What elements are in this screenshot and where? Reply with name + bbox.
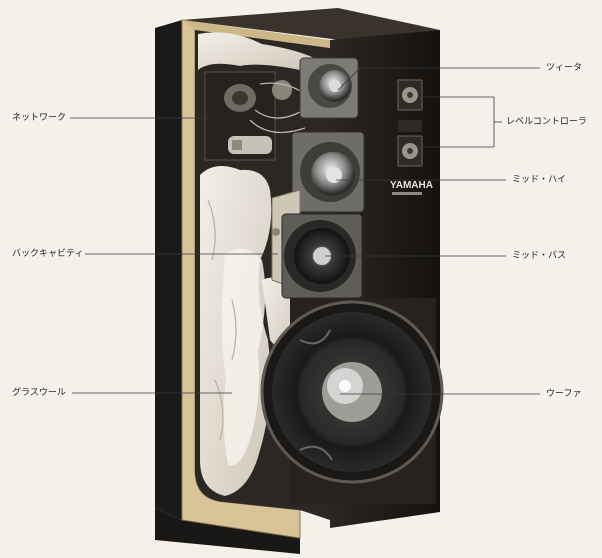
mid-bass-unit	[271, 189, 363, 299]
mid-high-unit	[291, 131, 365, 213]
leader-lines	[70, 67, 540, 395]
woofer-unit	[260, 298, 444, 504]
brand-badge: YAMAHA	[390, 180, 433, 195]
label-mid-high: ミッド・ハイ	[512, 175, 566, 185]
label-back-cavity: バックキャビティ	[12, 249, 84, 259]
label-tweeter: ツィータ	[546, 63, 583, 73]
glass-wool	[198, 32, 318, 496]
level-controllers	[397, 79, 423, 167]
brand-text: YAMAHA	[390, 180, 433, 191]
label-woofer: ウーファ	[546, 389, 582, 399]
label-glass-wool: グラスウール	[12, 388, 66, 398]
label-network: ネットワーク	[12, 113, 67, 123]
network-board	[204, 71, 306, 161]
tweeter-unit	[299, 57, 359, 119]
label-mid-bass: ミッド・バス	[512, 251, 567, 261]
label-level-controller: レベルコントローラ	[506, 117, 587, 127]
